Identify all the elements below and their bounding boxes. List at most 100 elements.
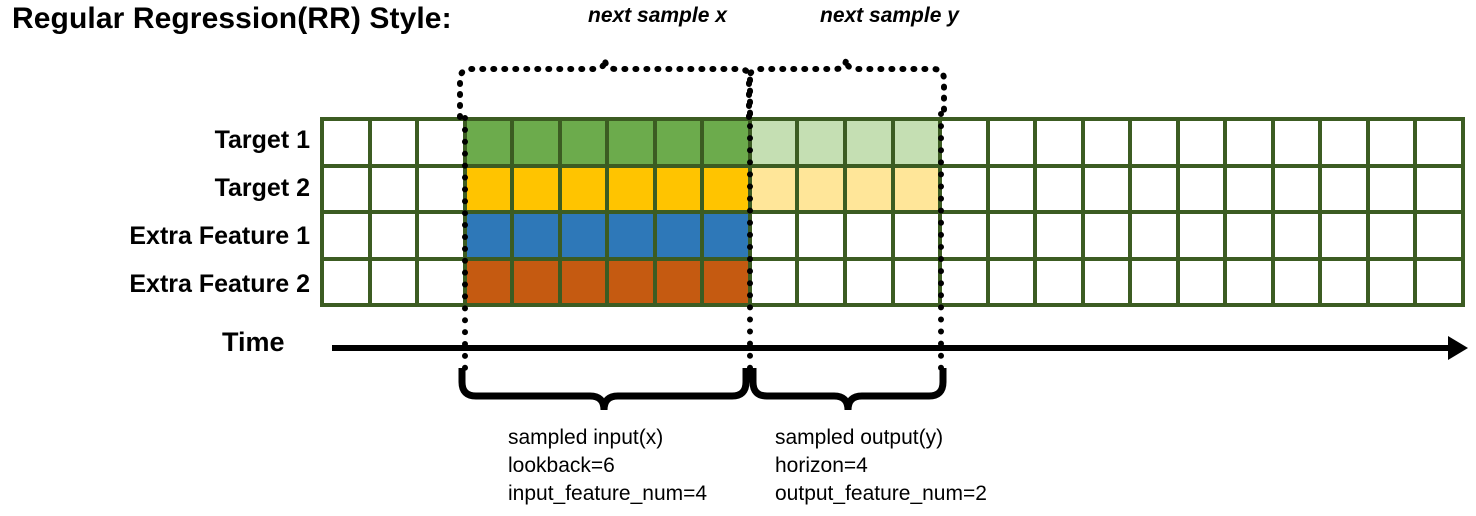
grid-cell-extra-feature-1-13	[942, 214, 986, 257]
row-label-target-2: Target 2	[214, 174, 310, 202]
grid-cell-target-1-23	[1417, 121, 1461, 164]
grid-cell-extra-feature-2-11	[846, 260, 891, 303]
grid-cell-target-2-18	[1179, 167, 1224, 210]
grid-cell-target-2-0	[324, 167, 368, 210]
grid-cell-extra-feature-2-10	[799, 260, 843, 303]
grid-cell-extra-feature-1-14	[989, 214, 1034, 257]
grid-cell-target-1-0	[324, 121, 368, 164]
grid-cell-extra-feature-1-0	[324, 214, 368, 257]
caption-sampled-input-line-2: lookback=6	[508, 454, 615, 477]
row-label-target-1: Target 1	[214, 126, 310, 154]
grid-cell-extra-feature-1-19	[1227, 214, 1271, 257]
row-label-extra-feature-2: Extra Feature 2	[129, 270, 310, 298]
guide-line-input-end	[747, 111, 753, 371]
brace-next-sample-y	[744, 55, 949, 120]
grid-cell-extra-feature-1-17	[1132, 214, 1176, 257]
grid-cell-target-2-23	[1417, 167, 1461, 210]
brace-sampled-input	[456, 366, 756, 416]
row-label-extra-feature-1: Extra Feature 1	[129, 222, 310, 250]
grid-cell-target-2-4	[514, 167, 558, 210]
grid-cell-target-2-13	[942, 167, 986, 210]
caption-sampled-input-line-3: input_feature_num=4	[508, 482, 708, 505]
grid-cell-extra-feature-1-2	[419, 214, 463, 257]
caption-sampled-output-line-2: horizon=4	[775, 454, 868, 477]
grid-cell-target-2-21	[1322, 167, 1366, 210]
grid-cell-extra-feature-1-10	[799, 214, 843, 257]
grid-cell-extra-feature-1-12	[894, 214, 939, 257]
grid-cell-extra-feature-1-20	[1274, 214, 1319, 257]
grid-cell-extra-feature-2-15	[1037, 260, 1081, 303]
guide-line-input-start	[462, 115, 468, 371]
grid-cell-extra-feature-1-5	[561, 214, 606, 257]
grid-cell-extra-feature-2-13	[942, 260, 986, 303]
grid-cell-target-1-21	[1322, 121, 1366, 164]
time-axis-arrow-icon	[1448, 336, 1468, 360]
grid-cell-target-2-7	[656, 167, 701, 210]
grid-cell-extra-feature-2-22	[1369, 260, 1414, 303]
grid-cell-target-1-16	[1084, 121, 1129, 164]
grid-cell-extra-feature-1-8	[704, 214, 748, 257]
grid-cell-target-1-15	[1037, 121, 1081, 164]
grid-cell-extra-feature-2-14	[989, 260, 1034, 303]
grid-cell-target-2-5	[561, 167, 606, 210]
grid-cell-extra-feature-1-6	[609, 214, 653, 257]
grid-cell-extra-feature-1-9	[751, 214, 796, 257]
grid-cell-target-1-17	[1132, 121, 1176, 164]
grid-cell-extra-feature-2-8	[704, 260, 748, 303]
grid-cell-extra-feature-1-11	[846, 214, 891, 257]
grid-cell-target-1-10	[799, 121, 843, 164]
grid-cell-target-1-6	[609, 121, 653, 164]
grid-cell-extra-feature-2-18	[1179, 260, 1224, 303]
grid-cell-extra-feature-2-5	[561, 260, 606, 303]
grid-cell-extra-feature-2-9	[751, 260, 796, 303]
grid-cell-target-2-3	[466, 167, 511, 210]
grid-cell-target-1-4	[514, 121, 558, 164]
caption-next-sample-x: next sample x	[588, 4, 727, 27]
grid-cell-extra-feature-1-22	[1369, 214, 1414, 257]
grid-cell-extra-feature-2-0	[324, 260, 368, 303]
grid-cell-target-1-3	[466, 121, 511, 164]
grid-cell-target-1-14	[989, 121, 1034, 164]
grid-cell-target-2-20	[1274, 167, 1319, 210]
grid-cell-target-1-2	[419, 121, 463, 164]
brace-sampled-output	[748, 366, 948, 416]
grid-cell-target-2-6	[609, 167, 653, 210]
grid-cell-extra-feature-2-12	[894, 260, 939, 303]
grid-cell-extra-feature-2-20	[1274, 260, 1319, 303]
grid-cell-extra-feature-2-4	[514, 260, 558, 303]
grid-cell-target-2-22	[1369, 167, 1414, 210]
grid-cell-target-2-15	[1037, 167, 1081, 210]
grid-cell-target-1-13	[942, 121, 986, 164]
grid-cell-target-2-19	[1227, 167, 1271, 210]
grid-cell-extra-feature-1-1	[371, 214, 416, 257]
grid-cell-target-1-9	[751, 121, 796, 164]
grid-cell-target-1-5	[561, 121, 606, 164]
page-title: Regular Regression(RR) Style:	[12, 2, 452, 35]
caption-sampled-output: sampled output(y) horizon=4 output_featu…	[775, 424, 987, 508]
grid-cell-extra-feature-1-23	[1417, 214, 1461, 257]
time-axis-line	[332, 345, 1462, 351]
grid-cell-target-2-17	[1132, 167, 1176, 210]
grid-cell-extra-feature-2-6	[609, 260, 653, 303]
grid-cell-target-1-22	[1369, 121, 1414, 164]
grid-cell-extra-feature-2-19	[1227, 260, 1271, 303]
grid-cell-target-1-11	[846, 121, 891, 164]
caption-sampled-output-line-1: sampled output(y)	[775, 426, 944, 449]
grid-cell-extra-feature-2-16	[1084, 260, 1129, 303]
grid-cell-target-1-12	[894, 121, 939, 164]
grid-cell-target-2-11	[846, 167, 891, 210]
grid-cell-extra-feature-1-4	[514, 214, 558, 257]
grid-cell-extra-feature-2-23	[1417, 260, 1461, 303]
grid-cell-target-2-14	[989, 167, 1034, 210]
grid-cell-target-2-9	[751, 167, 796, 210]
grid-cell-extra-feature-2-21	[1322, 260, 1366, 303]
grid-cell-target-1-8	[704, 121, 748, 164]
grid-cell-extra-feature-2-7	[656, 260, 701, 303]
grid-cell-target-2-8	[704, 167, 748, 210]
grid-cell-target-2-16	[1084, 167, 1129, 210]
grid-cell-extra-feature-1-21	[1322, 214, 1366, 257]
brace-next-sample-x	[455, 55, 755, 120]
timeseries-grid	[320, 117, 1465, 307]
grid-cell-target-1-1	[371, 121, 416, 164]
